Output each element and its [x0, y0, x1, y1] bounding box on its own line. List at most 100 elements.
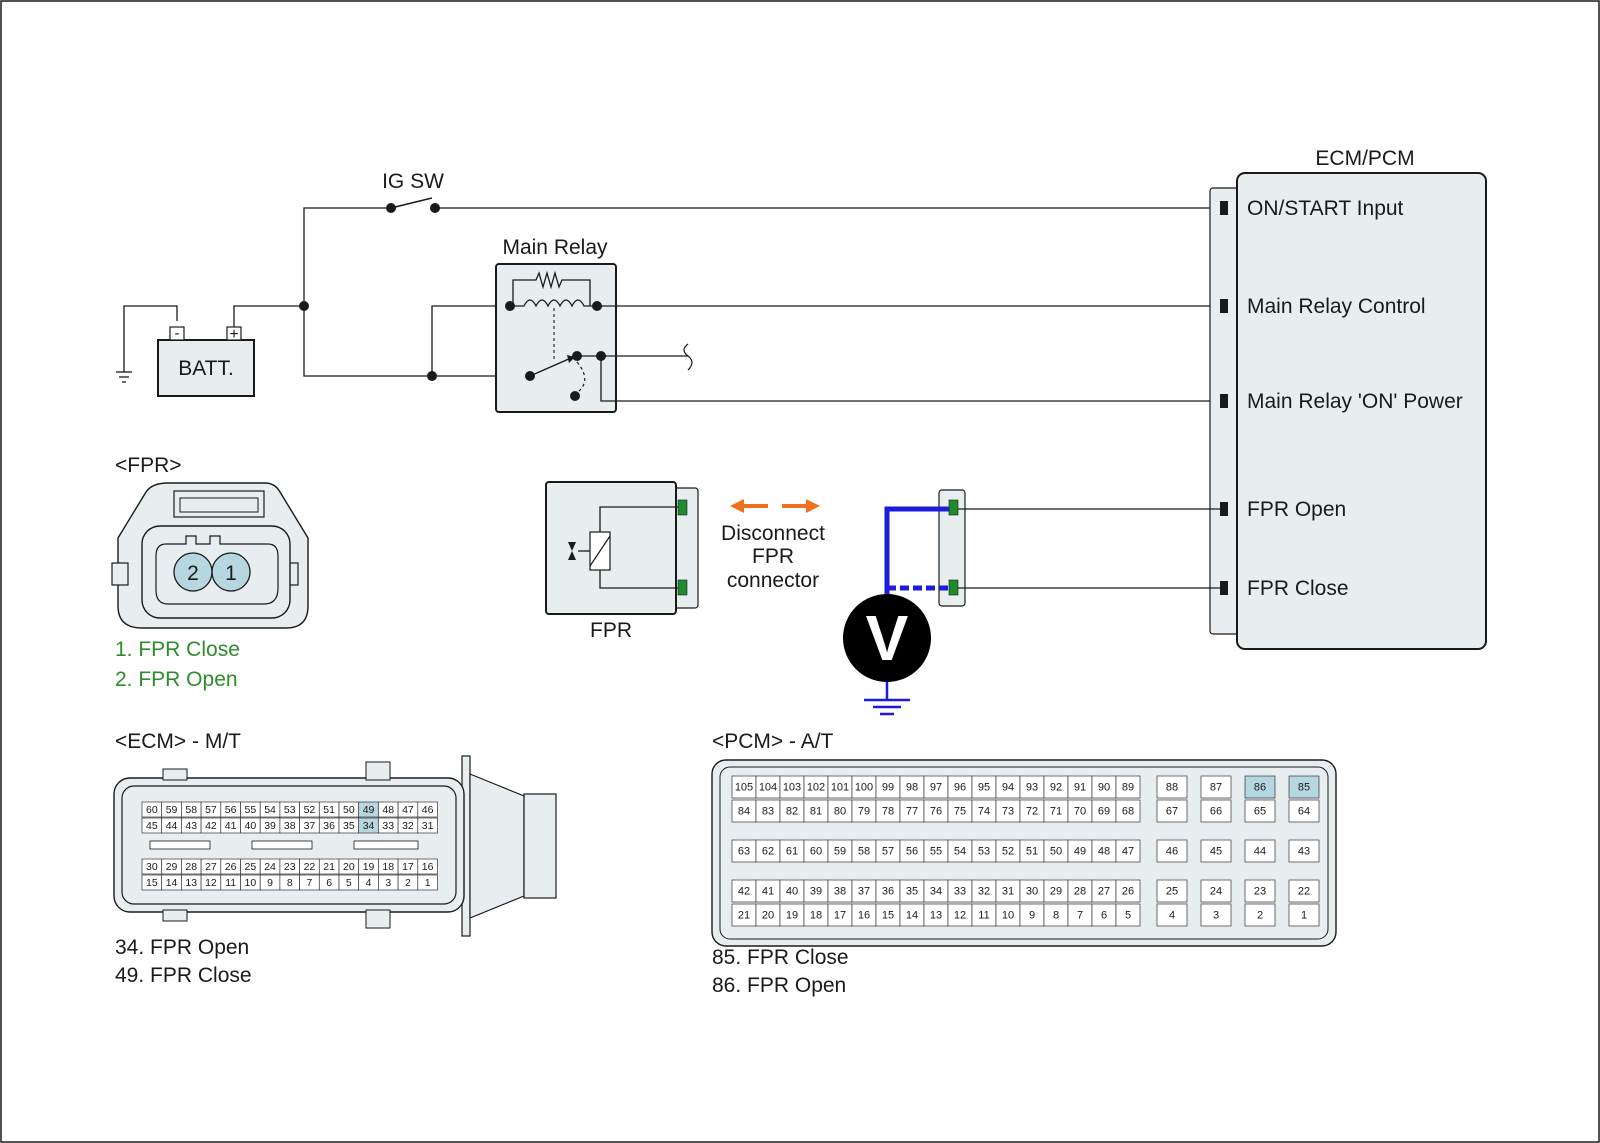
pcm-pin-label: 94: [1002, 782, 1014, 794]
ecm-pin-label: 10: [245, 877, 257, 889]
ecm-pin-cell: [417, 817, 438, 834]
ecm-pin-label: 57: [205, 804, 217, 816]
pcm-pin-cell: [1156, 775, 1188, 799]
pcm-pin-label: 20: [762, 910, 774, 922]
pcm-pin-label: 36: [882, 886, 894, 898]
pcm-pin-cell: [1200, 879, 1232, 903]
ecm-pin-label: 38: [284, 820, 296, 832]
fpr-legend-item: 2. FPR Open: [115, 668, 238, 691]
pcm-pin-label: 67: [1166, 806, 1178, 818]
pcm-pin-cell: [1115, 903, 1141, 927]
pcm-pin-cell: [1200, 775, 1232, 799]
pcm-pin-label: 13: [930, 910, 942, 922]
pcm-pin-cell: [1115, 879, 1141, 903]
ecm-pin-label: 4: [366, 877, 372, 889]
ecm-pin-label: 33: [382, 820, 394, 832]
terminal-label: ON/START Input: [1247, 197, 1404, 220]
pcm-pin-label: 49: [1074, 846, 1086, 858]
voltmeter: V: [843, 594, 931, 716]
pcm-pin-label: 47: [1122, 846, 1134, 858]
ecm-pin-label: 30: [146, 861, 158, 873]
pcm-pin-label: 90: [1098, 782, 1110, 794]
harness-terminal-fpr-close: [948, 579, 959, 596]
pcm-pin-label: 68: [1122, 806, 1134, 818]
pcm-pin-label: 105: [735, 782, 753, 794]
pcm-legend-item: 85. FPR Close: [712, 946, 849, 969]
ecm-pin-label: 52: [304, 804, 316, 816]
pcm-pin-label: 57: [882, 846, 894, 858]
ecm-pin-label: 11: [225, 877, 236, 889]
pcm-pin-label: 11: [978, 910, 989, 922]
ecm-pin-label: 23: [284, 861, 296, 873]
ecm-pin-label: 60: [146, 804, 158, 816]
pcm-pin-cell: [1244, 879, 1276, 903]
pcm-pin-label: 3: [1213, 910, 1219, 922]
battery-label: BATT.: [178, 357, 234, 380]
pcm-pin-label: 2: [1257, 910, 1263, 922]
pcm-pin-label: 8: [1053, 910, 1059, 922]
pcm-pin-label: 53: [978, 846, 990, 858]
battery-ground-wire: [123, 305, 178, 372]
pcm-pin-label: 40: [786, 886, 798, 898]
pcm-pin-label: 102: [807, 782, 825, 794]
pcm-pin-label: 73: [1002, 806, 1014, 818]
pcm-pin-label: 89: [1122, 782, 1134, 794]
pcm-pin-label: 26: [1122, 886, 1134, 898]
pcm-pin-cell: [1288, 903, 1320, 927]
ecm-pin-label: 28: [185, 861, 197, 873]
note-line: connector: [727, 569, 819, 592]
pcm-pin-label: 14: [906, 910, 918, 922]
ig-switch-label: IG SW: [382, 170, 444, 193]
pcm-pin-label: 98: [906, 782, 918, 794]
fpr-connector-face: <FPR> 2 1 1. FPR Close 2. FPR Open: [111, 454, 309, 691]
terminal-label: FPR Close: [1247, 577, 1349, 600]
harness-terminal-fpr-open: [948, 499, 959, 516]
ecm-pin-label: 29: [166, 861, 178, 873]
pcm-pin-label: 56: [906, 846, 918, 858]
pcm-pin-label: 88: [1166, 782, 1178, 794]
ecm-pin-label: 36: [323, 820, 335, 832]
pcm-pin-label: 22: [1298, 886, 1310, 898]
pcm-pin-label: 19: [786, 910, 798, 922]
pcm-pin-cell: [1244, 799, 1276, 823]
pcm-pin-label: 45: [1210, 846, 1222, 858]
pcm-pin-cell: [1244, 903, 1276, 927]
ecm-pin-label: 37: [304, 820, 316, 832]
pcm-pin-label: 64: [1298, 806, 1310, 818]
pcm-pin-label: 76: [930, 806, 942, 818]
pcm-pin-label: 86: [1254, 782, 1266, 794]
pcm-pin-label: 29: [1050, 886, 1062, 898]
pcm-pin-label: 23: [1254, 886, 1266, 898]
pcm-pin-label: 38: [834, 886, 846, 898]
ecm-pin-label: 44: [166, 820, 178, 832]
pcm-pin-label: 101: [831, 782, 849, 794]
pcm-pin-cell: [1115, 775, 1141, 799]
pcm-pin-cell: [1244, 775, 1276, 799]
fpr-component: FPR: [545, 481, 699, 642]
fpr-pin-label: 2: [187, 562, 199, 585]
pcm-pin-label: 104: [759, 782, 777, 794]
ecm-legend-item: 49. FPR Close: [115, 964, 252, 987]
pcm-pin-label: 60: [810, 846, 822, 858]
pcm-pin-label: 84: [738, 806, 750, 818]
terminal-pin: [1220, 299, 1228, 313]
ecm-pin-label: 13: [185, 877, 197, 889]
battery: - + BATT.: [157, 325, 255, 397]
pcm-pin-label: 6: [1101, 910, 1107, 922]
ecm-pin-label: 46: [422, 804, 434, 816]
ecm-pin-label: 31: [422, 820, 434, 832]
pcm-pin-label: 16: [858, 910, 870, 922]
ecm-pin-label: 34: [363, 820, 375, 832]
pcm-pin-label: 37: [858, 886, 870, 898]
ecm-pin-label: 5: [346, 877, 352, 889]
relay-feed-wire: [303, 306, 530, 377]
relay-coil: [510, 299, 597, 308]
ecm-pin-label: 45: [146, 820, 158, 832]
ecm-pin-label: 55: [245, 804, 257, 816]
pcm-pin-label: 4: [1169, 910, 1175, 922]
pcm-pin-label: 93: [1026, 782, 1038, 794]
relay-coil-feed-wire: [431, 305, 510, 376]
pcm-pin-label: 78: [882, 806, 894, 818]
pcm-pin-cell: [1288, 879, 1320, 903]
